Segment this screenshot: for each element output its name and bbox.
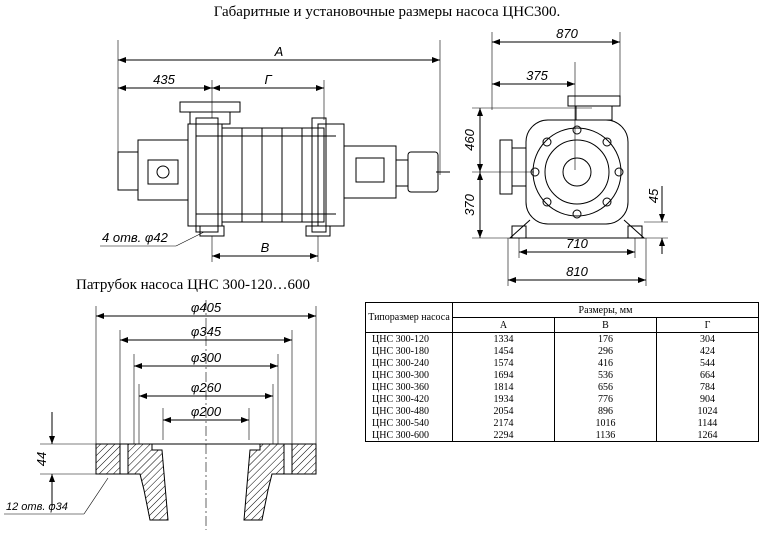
phi405-label: φ405 xyxy=(191,300,222,315)
dim-45-label: 45 xyxy=(646,188,661,203)
cell-a: 2174 xyxy=(452,417,555,429)
cell-model: ЦНС 300-600 xyxy=(365,429,453,442)
cell-b: 896 xyxy=(554,405,657,417)
phi260-label: φ260 xyxy=(191,380,222,395)
cell-a: 1334 xyxy=(452,332,555,345)
dim-g-label: Г xyxy=(264,72,272,87)
cell-model: ЦНС 300-180 xyxy=(365,345,453,357)
flange-holes-label: 12 отв. φ34 xyxy=(6,501,68,513)
dim-375-label: 375 xyxy=(526,68,548,83)
end-view xyxy=(472,32,668,286)
cell-b: 656 xyxy=(554,381,657,393)
cell-model: ЦНС 300-360 xyxy=(365,381,453,393)
dim-44-label: 44 xyxy=(34,452,49,466)
dim-710-label: 710 xyxy=(566,236,588,251)
cell-g: 1024 xyxy=(656,405,759,417)
table-header-sizes: Размеры, мм xyxy=(452,302,759,318)
dim-870-label: 870 xyxy=(556,26,578,41)
flange-section xyxy=(4,300,317,530)
phi300-label: φ300 xyxy=(191,350,222,365)
cell-g: 784 xyxy=(656,381,759,393)
cell-a: 1814 xyxy=(452,381,555,393)
cell-g: 544 xyxy=(656,357,759,369)
cell-g: 664 xyxy=(656,369,759,381)
cell-b: 1136 xyxy=(554,429,657,442)
cell-a: 2054 xyxy=(452,405,555,417)
dim-a-label: А xyxy=(274,44,284,59)
phi345-label: φ345 xyxy=(191,324,222,339)
cell-g: 904 xyxy=(656,393,759,405)
cell-model: ЦНС 300-300 xyxy=(365,369,453,381)
cell-g: 1264 xyxy=(656,429,759,442)
cell-model: ЦНС 300-240 xyxy=(365,357,453,369)
table-header-a: А xyxy=(452,317,555,333)
cell-a: 1934 xyxy=(452,393,555,405)
cell-g: 304 xyxy=(656,332,759,345)
cell-model: ЦНС 300-480 xyxy=(365,405,453,417)
cell-g: 1144 xyxy=(656,417,759,429)
phi200-label: φ200 xyxy=(191,404,222,419)
table-header-model: Типоразмер насоса xyxy=(365,302,453,333)
cell-a: 2294 xyxy=(452,429,555,442)
side-view xyxy=(100,40,450,262)
dim-370-label: 370 xyxy=(462,193,477,215)
cell-a: 1454 xyxy=(452,345,555,357)
cell-b: 416 xyxy=(554,357,657,369)
cell-b: 296 xyxy=(554,345,657,357)
dim-460-label: 460 xyxy=(462,128,477,150)
dim-435-label: 435 xyxy=(153,72,175,87)
dim-b-label: В xyxy=(261,240,270,255)
cell-b: 1016 xyxy=(554,417,657,429)
cell-model: ЦНС 300-120 xyxy=(365,332,453,345)
cell-model: ЦНС 300-420 xyxy=(365,393,453,405)
dimensions-table: Типоразмер насоса Размеры, мм А В Г ЦНС … xyxy=(365,302,759,442)
cell-b: 176 xyxy=(554,332,657,345)
cell-b: 776 xyxy=(554,393,657,405)
dim-810-label: 810 xyxy=(566,264,588,279)
cell-model: ЦНС 300-540 xyxy=(365,417,453,429)
table-header-b: В xyxy=(554,317,657,333)
cell-a: 1694 xyxy=(452,369,555,381)
table-header-g: Г xyxy=(656,317,759,333)
cell-b: 536 xyxy=(554,369,657,381)
drawing-title: Габаритные и установочные размеры насоса… xyxy=(213,4,561,20)
flange-subtitle: Патрубок насоса ЦНС 300-120…600 xyxy=(76,277,310,293)
cell-g: 424 xyxy=(656,345,759,357)
foot-holes-label: 4 отв. φ42 xyxy=(102,230,169,245)
cell-a: 1574 xyxy=(452,357,555,369)
